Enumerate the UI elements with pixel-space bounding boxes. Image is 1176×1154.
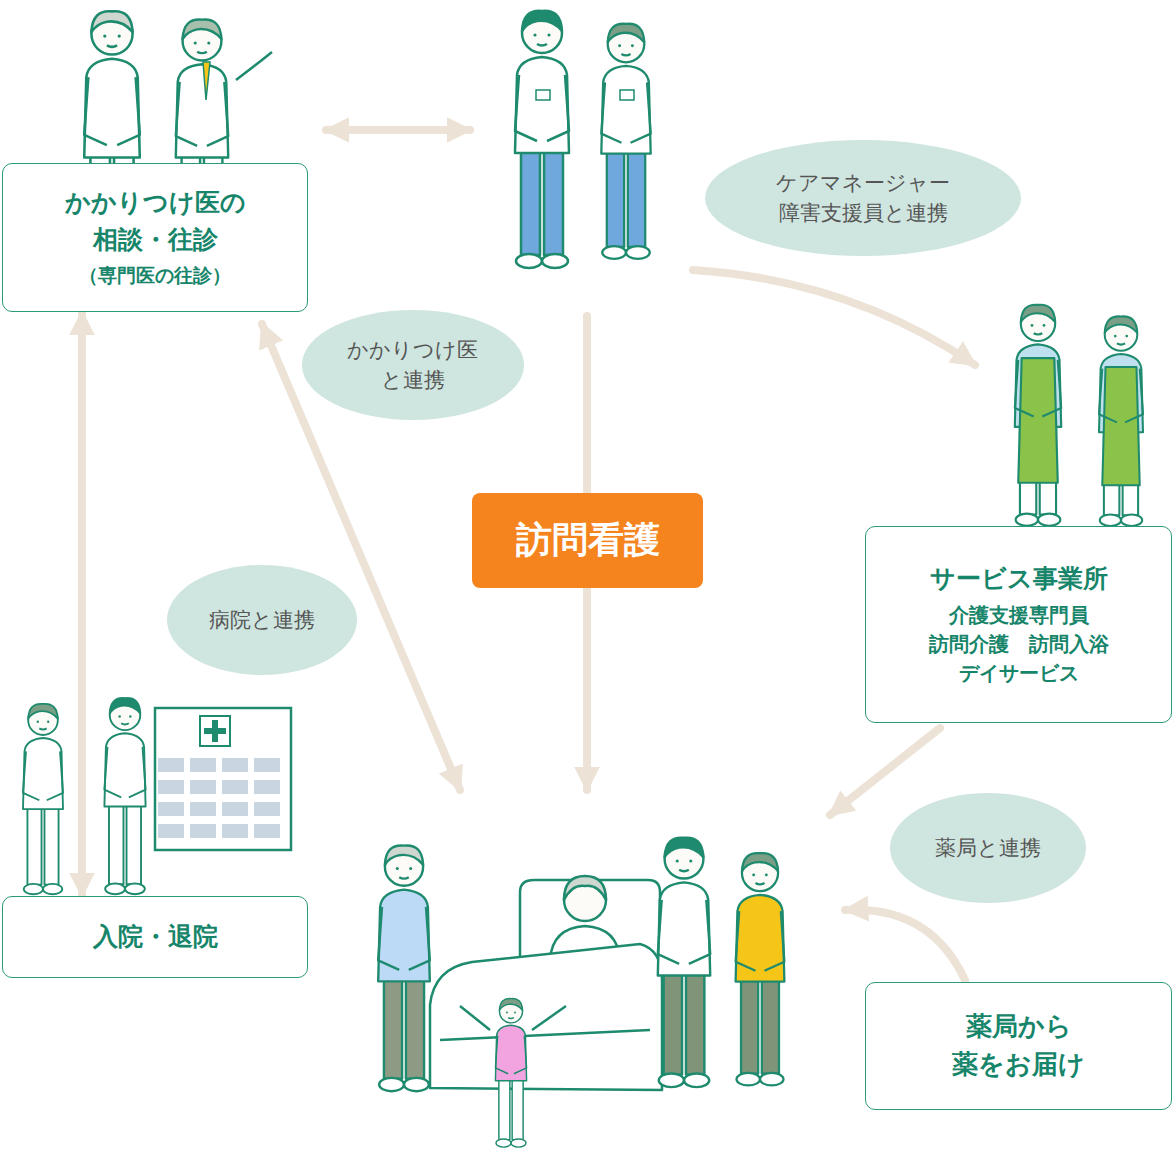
pharmacy-box: 薬局から 薬をお届け: [865, 982, 1172, 1110]
link-bubble: かかりつけ医 と連携: [302, 310, 525, 420]
node-title: 訪問看護: [516, 514, 660, 566]
link-bubble: ケアマネージャー 障害支援員と連携: [705, 140, 1021, 256]
node-body: 介護支援専門員 訪問介護 訪問入浴 デイサービス: [923, 601, 1115, 688]
node-title: ケアマネージャー 障害支援員と連携: [758, 168, 968, 229]
center-box: 訪問看護: [472, 493, 703, 588]
node-title: 入院・退院: [93, 919, 218, 955]
node-title: かかりつけ医の 相談・往診: [55, 185, 255, 258]
node-title: かかりつけ医 と連携: [339, 335, 486, 396]
node-title: サービス事業所: [930, 561, 1108, 597]
node-title: 病院と連携: [209, 605, 315, 635]
connector-arrow: [78, 312, 86, 896]
node-title: 薬局から 薬をお届け: [941, 1008, 1097, 1083]
link-bubble: 薬局と連携: [890, 793, 1086, 903]
nurse-figures: [515, 11, 651, 268]
link-bubble: 病院と連携: [167, 565, 357, 675]
doctor-box: かかりつけ医の 相談・往診 （専門医の往診）: [2, 163, 308, 312]
service-box: サービス事業所介護支援専門員 訪問介護 訪問入浴 デイサービス: [865, 526, 1172, 723]
hospital-box: 入院・退院: [2, 896, 308, 978]
care-worker-figures: [1015, 305, 1143, 526]
hospital-figures: [23, 698, 291, 894]
family-figures: [378, 838, 784, 1148]
node-title: 薬局と連携: [935, 833, 1041, 863]
node-body: （専門医の往診）: [79, 262, 231, 290]
